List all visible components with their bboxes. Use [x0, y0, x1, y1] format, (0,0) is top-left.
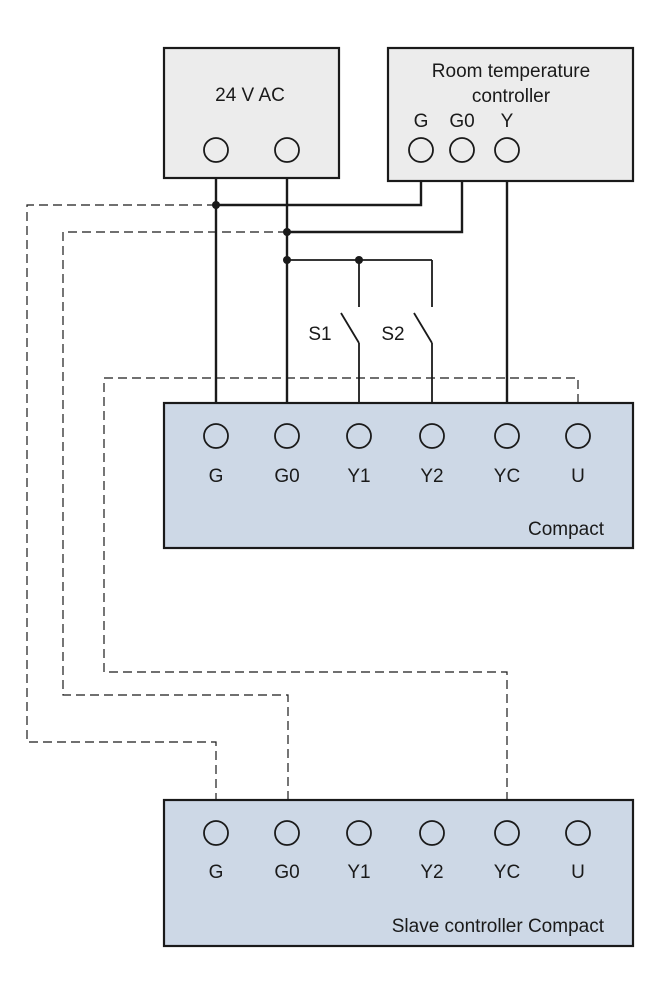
wire-room-g0 [287, 181, 464, 234]
switch-s1-blade [340, 312, 360, 344]
slave-terminal-label-yc: YC [494, 862, 520, 883]
junction-g0-switch [283, 256, 291, 264]
supply-box [162, 46, 341, 180]
compact-terminal-y1 [346, 423, 372, 449]
room-controller-title-1: Room temperature [432, 61, 590, 82]
room-terminal-g [408, 137, 434, 163]
compact-terminals [203, 423, 591, 449]
slave-terminal-label-g0: G0 [274, 862, 299, 883]
dashed-wire-g0 [62, 231, 289, 800]
compact-terminal-label-u: U [571, 466, 585, 487]
room-controller-title-2: controller [472, 86, 551, 107]
wire-room-g [216, 181, 423, 207]
compact-terminal-y2 [419, 423, 445, 449]
compact-terminal-u [565, 423, 591, 449]
supply-label: 24 V AC [215, 85, 285, 106]
compact-terminal-g0 [274, 423, 300, 449]
slave-terminal-y2 [419, 820, 445, 846]
compact-box [162, 401, 635, 550]
compact-terminal-g [203, 423, 229, 449]
switch-s2-label: S2 [381, 324, 404, 345]
slave-terminal-yc [494, 820, 520, 846]
slave-terminal-label-u: U [571, 862, 585, 883]
compact-terminal-label-y2: Y2 [420, 466, 443, 487]
slave-terminal-g [203, 820, 229, 846]
supply-terminal-2 [274, 137, 300, 163]
slave-terminal-u [565, 820, 591, 846]
supply-terminal-1 [203, 137, 229, 163]
room-terminal-label-g: G [414, 111, 429, 132]
slave-terminal-label-y2: Y2 [420, 862, 443, 883]
compact-terminal-label-y1: Y1 [347, 466, 370, 487]
slave-box [162, 798, 635, 948]
compact-terminal-yc [494, 423, 520, 449]
slave-terminal-g0 [274, 820, 300, 846]
slave-terminal-y1 [346, 820, 372, 846]
junction-s1 [355, 256, 363, 264]
slave-terminals [203, 820, 591, 846]
slave-terminal-label-y1: Y1 [347, 862, 370, 883]
slave-terminal-label-g: G [209, 862, 224, 883]
dashed-wire-u-to-yc [103, 377, 579, 800]
room-terminal-label-g0: G0 [449, 111, 474, 132]
switch-s2-blade [413, 312, 433, 344]
compact-label: Compact [528, 519, 605, 540]
dashed-wire-g [26, 204, 217, 800]
room-terminal-y [494, 137, 520, 163]
room-terminal-g0 [449, 137, 475, 163]
compact-terminal-label-g0: G0 [274, 466, 299, 487]
compact-terminal-label-g: G [209, 466, 224, 487]
compact-terminal-label-yc: YC [494, 466, 520, 487]
room-terminal-label-y: Y [501, 111, 514, 132]
switch-s1-label: S1 [308, 324, 331, 345]
slave-label: Slave controller Compact [392, 916, 605, 937]
